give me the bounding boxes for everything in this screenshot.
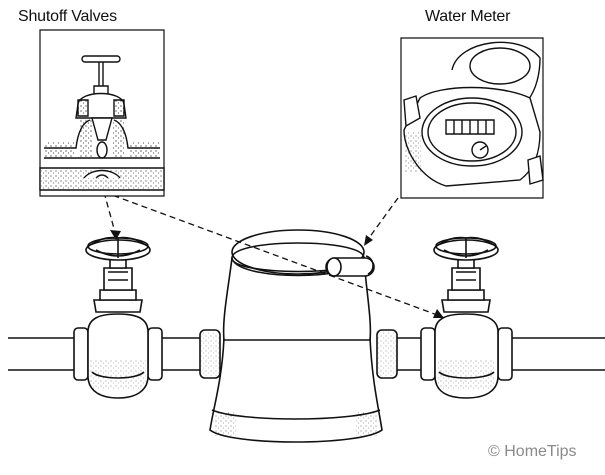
water-meter-label: Water Meter (425, 8, 510, 26)
inset-water-meter (401, 38, 543, 198)
left-shutoff-valve (86, 238, 150, 398)
copyright-notice: © HomeTips (488, 443, 577, 461)
inset-valve-cutaway (40, 30, 164, 196)
meter-box (210, 230, 382, 442)
shutoff-valves-label: Shutoff Valves (18, 8, 117, 26)
